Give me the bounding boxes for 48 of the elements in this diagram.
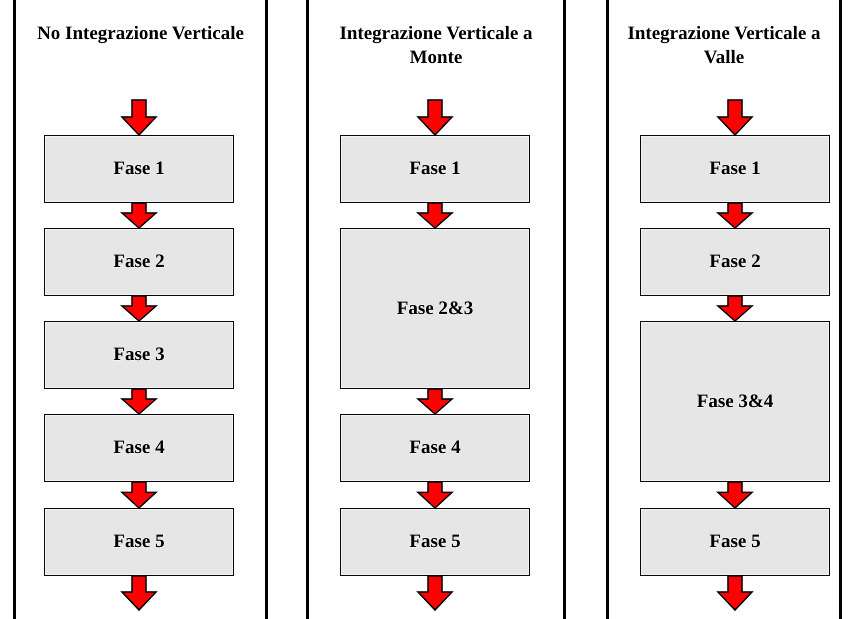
phase-label: Fase 4 <box>113 437 165 459</box>
phase-label: Fase 2 <box>709 251 761 273</box>
block-arrow <box>120 295 158 322</box>
phase-label: Fase 1 <box>113 158 165 180</box>
phase-box <box>44 228 234 296</box>
block-arrow <box>120 99 158 136</box>
phase-label: Fase 3 <box>113 344 165 366</box>
block-arrow <box>120 202 158 229</box>
block-arrow <box>416 575 454 612</box>
column-panel <box>306 0 566 619</box>
block-arrow <box>120 388 158 415</box>
column-heading: Integrazione Verticale a Valle <box>626 22 822 70</box>
column-heading: Integrazione Verticale a Monte <box>338 22 534 70</box>
block-arrow <box>416 202 454 229</box>
column-panel <box>13 0 268 619</box>
block-arrow <box>716 295 754 322</box>
phase-box <box>44 135 234 203</box>
phase-label: Fase 5 <box>409 531 461 553</box>
block-arrow <box>716 202 754 229</box>
phase-label: Fase 1 <box>409 158 461 180</box>
phase-box <box>340 414 530 482</box>
block-arrow <box>120 481 158 510</box>
phase-label: Fase 5 <box>709 531 761 553</box>
phase-box <box>44 508 234 576</box>
phase-box <box>640 508 830 576</box>
block-arrow <box>716 481 754 510</box>
phase-label: Fase 1 <box>709 158 761 180</box>
block-arrow <box>716 99 754 136</box>
phase-box <box>44 321 234 389</box>
block-arrow <box>120 575 158 612</box>
column-heading: No Integrazione Verticale <box>36 22 245 46</box>
phase-label: Fase 2&3 <box>396 298 474 320</box>
phase-label: Fase 4 <box>409 437 461 459</box>
phase-label: Fase 5 <box>113 531 165 553</box>
phase-box <box>640 228 830 296</box>
phase-label: Fase 3&4 <box>696 390 774 412</box>
block-arrow <box>716 575 754 612</box>
phase-box <box>44 414 234 482</box>
phase-box <box>340 508 530 576</box>
block-arrow <box>416 481 454 510</box>
block-arrow <box>416 388 454 415</box>
phase-box <box>640 135 830 203</box>
column-panel <box>606 0 842 619</box>
phase-box <box>640 321 830 482</box>
block-arrow <box>416 99 454 136</box>
phase-box <box>340 135 530 203</box>
phase-box <box>340 228 530 389</box>
phase-label: Fase 2 <box>113 251 165 273</box>
